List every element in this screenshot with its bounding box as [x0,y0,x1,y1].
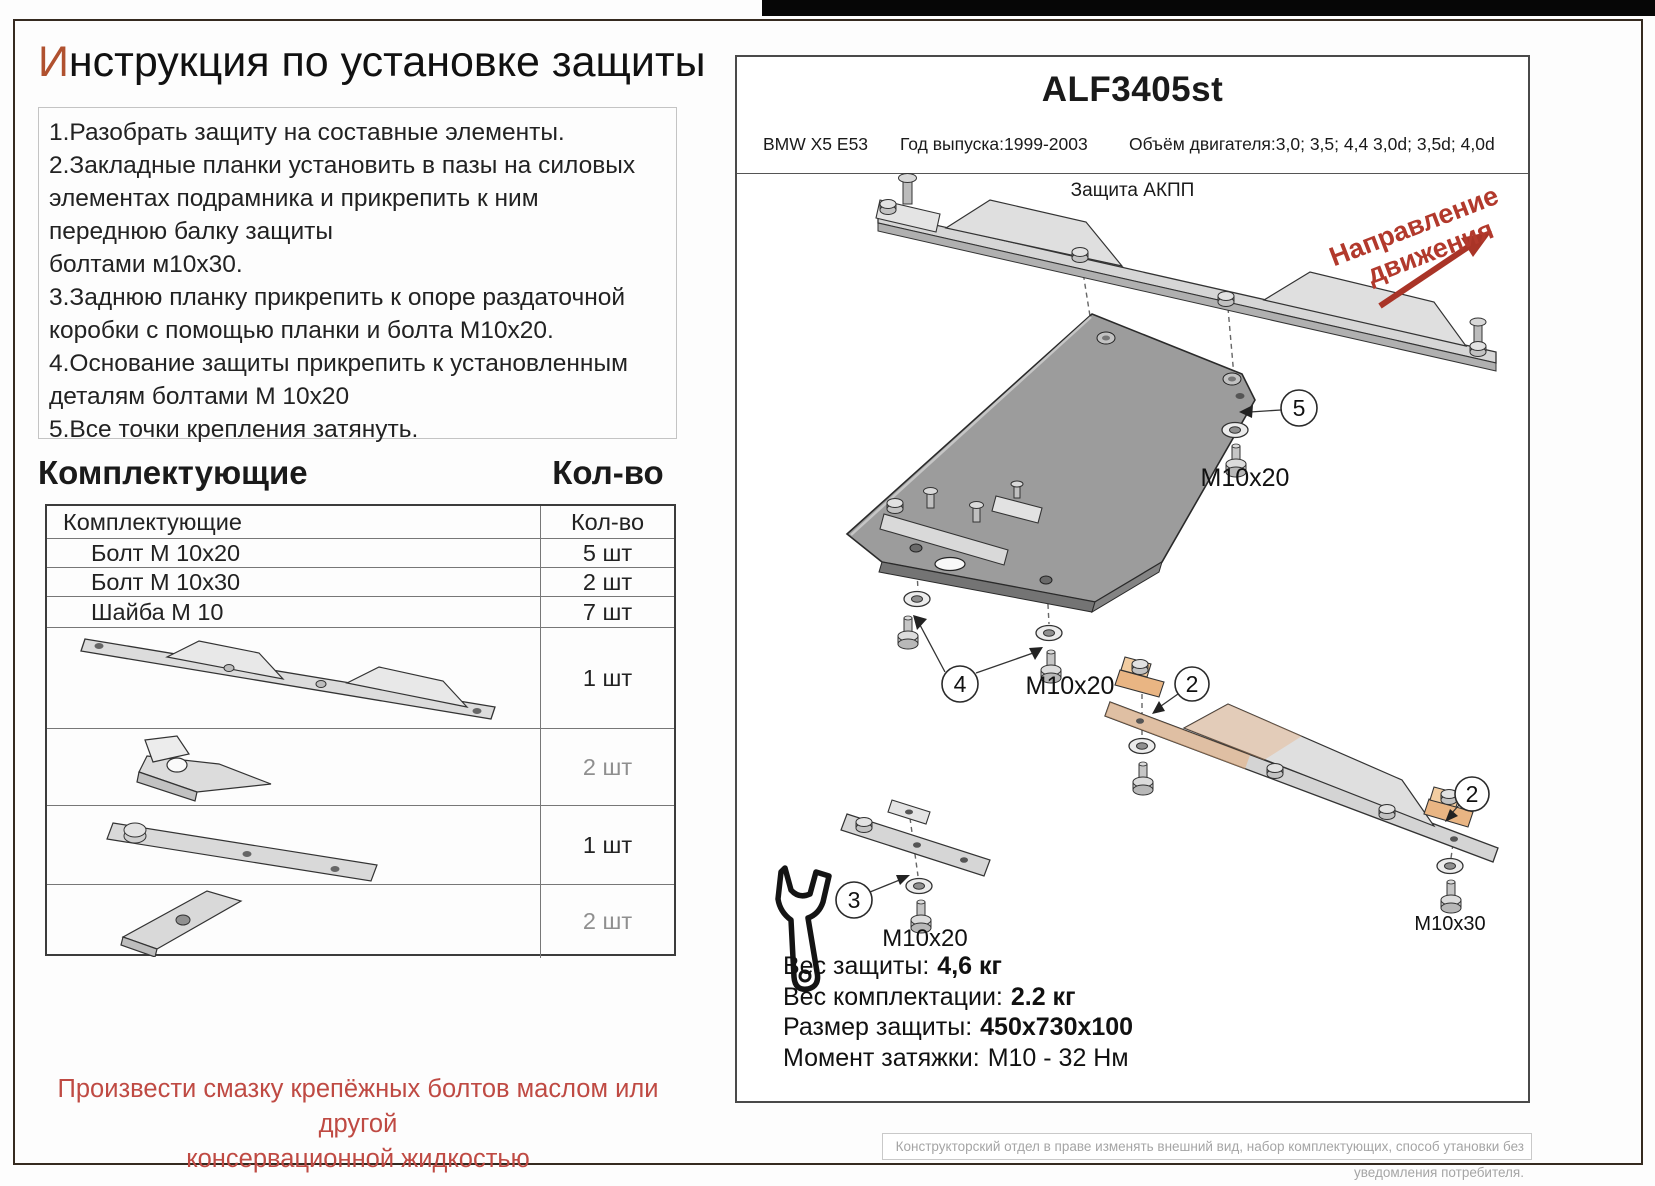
instruction-step-4: 4.Основание защиты прикрепить к установл… [49,350,628,410]
part-qty: 2 шт [582,753,633,780]
col-header-qty: Кол-во [570,508,645,535]
instruction-step-1: 1.Разобрать защиту на составные элементы… [49,119,565,146]
callout-2-top: 2 [1186,671,1199,697]
page-title: Инструкция по установке защиты [38,38,706,87]
table-row: Болт М 10х30 2 шт [47,568,674,597]
callout-3: 3 [848,887,861,913]
instruction-step-3: 3.Заднюю планку прикрепить к опоре разда… [49,284,626,344]
part-number: ALF3405st [1041,70,1224,109]
title-accent-letter: И [38,38,69,86]
mount-strip-assembly [840,799,991,877]
page-frame [13,19,1643,1165]
callout-5: 5 [1293,395,1306,421]
qty-header: Кол-во [552,454,664,491]
table-header-row: Комплектующие Кол-во [47,506,674,539]
part-drawing-front-beam [47,628,541,728]
scan-top-black-strip [762,0,1655,16]
col-header-components: Комплектующие [47,506,541,538]
part-qty: 2 шт [582,908,633,934]
lubrication-warning: Произвести смазку крепёжных болтов масло… [57,1075,659,1173]
instruction-step-5: 5.Все точки крепления затянуть. [49,416,419,443]
title-rest: нструкция по установке защиты [68,38,706,86]
bolt-label-m10x30-rear: M10x30 [1414,913,1485,935]
part-drawing-clamp-bracket [47,729,541,805]
table-row: 2 шт [47,885,674,958]
callout-arrowheads [896,405,1458,885]
rear-beam [1104,656,1499,863]
instruction-step-2: 2.Закладные планки установить в пазы на … [49,152,636,278]
manufacturer-disclaimer: Конструкторский отдел в праве изменять в… [882,1133,1532,1180]
spec-torque: Момент затяжки:М10 - 32 Нм [783,1043,1129,1072]
car-model: BMW X5 E53 [763,134,869,154]
parts-table: Комплектующие Кол-во Болт М 10х20 5 шт Б… [45,504,676,958]
callout-4: 4 [954,671,967,697]
callout-circles: 5 4 2 3 2 [835,389,1490,919]
part-qty: 1 шт [582,664,633,691]
callout-leaders [869,409,1460,893]
table-row: 1 шт [47,806,674,885]
table-row: Болт М 10х20 5 шт [47,539,674,568]
components-header: Комплектующие [38,454,308,491]
part-qty: 2 шт [582,568,633,595]
table-row: 2 шт [47,729,674,806]
model-years: Год выпуска:1999-2003 [900,134,1088,154]
callout-2-bottom: 2 [1466,781,1479,807]
clamp-plate-highlighted [1114,656,1165,698]
bolt-label-m10x20-lower: M10x20 [882,925,967,952]
part-name: Шайба М 10 [91,598,224,625]
spec-kit-weight: Вес комплектации:2.2 кг [783,982,1076,1011]
part-qty: 5 шт [582,539,633,566]
part-drawing-backing-plate [47,885,541,958]
spec-size: Размер защиты:450x730x100 [783,1013,1134,1041]
part-drawing-mount-strip [47,806,541,884]
spec-weight: Вес защиты:4,6 кг [783,952,1002,980]
part-name: Болт М 10х20 [91,539,241,566]
bolt-label-m10x20-top: M10x20 [1201,464,1290,492]
exploded-diagram: 5 4 2 3 2 M10x20 M10x20 M10x20 M10x30 На… [775,173,1503,992]
front-beam [875,173,1497,372]
bolt-label-m10x20-middle: M10x20 [1026,672,1115,700]
spec-block: Вес защиты:4,6 кг Вес комплектации:2.2 к… [783,951,1133,1073]
part-qty: 1 шт [582,831,633,858]
diagram-title: Защита АКПП [1070,180,1195,201]
wrench-icon [775,865,832,992]
main-guard-plate [845,313,1256,614]
engine-options: Объём двигателя:3,0; 3,5; 4,4 3,0d; 3,5d… [1129,134,1495,154]
spec-sheet-panel: ALF3405st BMW X5 E53 Год выпуска:1999-20… [735,55,1530,1103]
part-qty: 7 шт [582,598,633,625]
table-row: Шайба М 10 7 шт [47,597,674,628]
header-divider [737,173,1528,174]
instructions-box: 1.Разобрать защиту на составные элементы… [38,107,677,443]
part-name: Болт М 10х30 [91,568,241,595]
table-row: 1 шт [47,628,674,729]
